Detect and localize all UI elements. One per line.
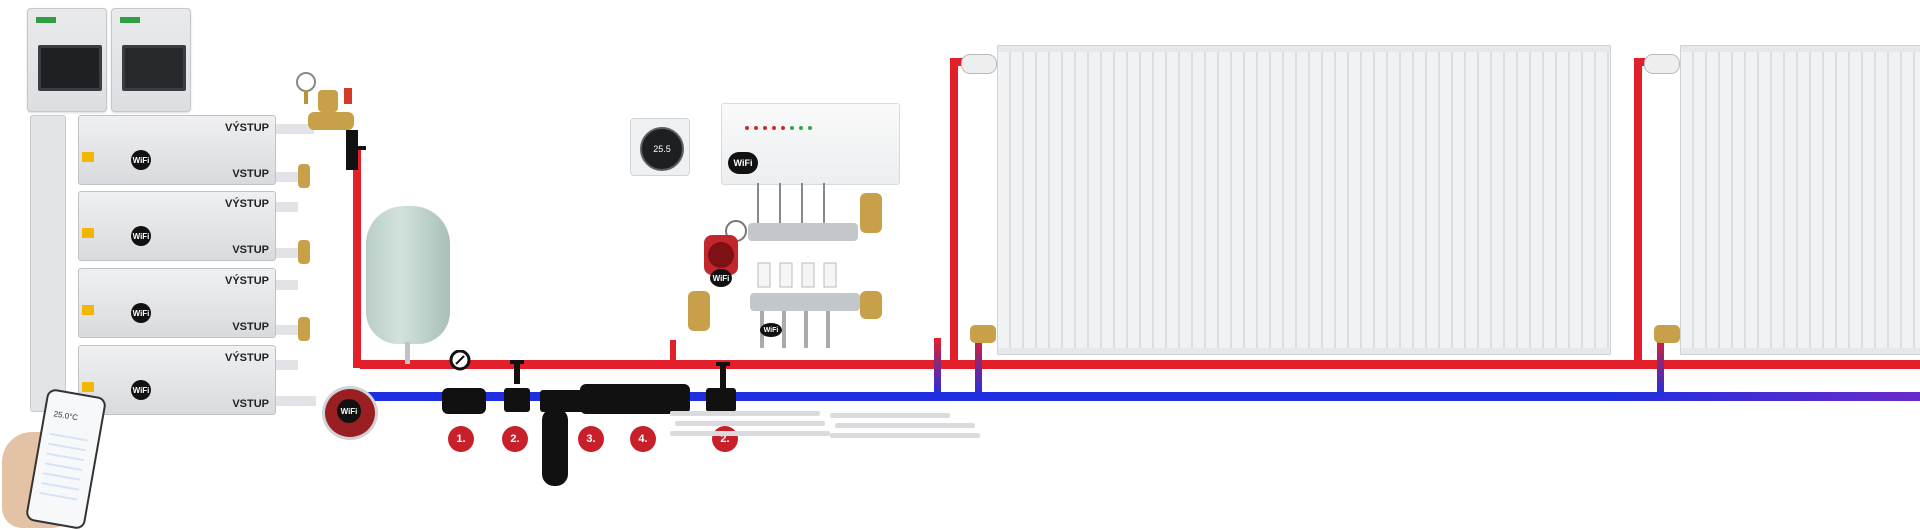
heater-in-label: VSTUP xyxy=(232,321,269,333)
heater-unit-3: VÝSTUP VSTUP WiFi xyxy=(78,268,276,338)
control-box-right xyxy=(111,8,191,112)
breaker-rail xyxy=(30,115,66,412)
control-display-right xyxy=(122,45,186,91)
heater-unit-1: VÝSTUP VSTUP WiFi xyxy=(78,115,276,185)
controller-leds xyxy=(744,118,824,130)
wifi-icon: WiFi xyxy=(760,323,782,337)
step-marker-2: 2. xyxy=(502,426,528,452)
step-marker-3: 3. xyxy=(578,426,604,452)
heater-in-label: VSTUP xyxy=(232,244,269,256)
wifi-icon: WiFi xyxy=(131,226,151,246)
supply-pipe-main xyxy=(360,360,1920,369)
step-marker-1: 1. xyxy=(448,426,474,452)
supply-riser-left xyxy=(353,150,361,368)
heater-in-label: VSTUP xyxy=(232,168,269,180)
circulation-pump: WiFi xyxy=(322,386,378,440)
wifi-icon: WiFi xyxy=(131,150,151,170)
heater-in-label: VSTUP xyxy=(232,398,269,410)
return-pipe-main xyxy=(360,392,1920,401)
warning-label xyxy=(82,228,94,238)
heater-out-label: VÝSTUP xyxy=(224,352,269,364)
phone-app-list xyxy=(39,424,90,501)
hand-with-phone: 25.0°C xyxy=(0,387,110,530)
heater-unit-4: VÝSTUP VSTUP WiFi xyxy=(78,345,276,415)
thermostat-display: 25.5 xyxy=(640,127,684,171)
radiator-2-return-drop xyxy=(1657,335,1664,395)
step-marker-4: 4. xyxy=(630,426,656,452)
heater-unit-2: VÝSTUP VSTUP WiFi xyxy=(78,191,276,261)
phone-temperature: 25.0°C xyxy=(52,409,79,423)
manifold-return-drop xyxy=(934,338,941,394)
control-box-left xyxy=(27,8,107,112)
radiator-2-lockshield-icon xyxy=(1654,325,1680,343)
zone-controller: WiFi xyxy=(721,103,900,185)
expansion-tank-pipe xyxy=(405,342,410,364)
control-box-label-right xyxy=(120,17,140,23)
radiator-2-riser xyxy=(1634,60,1642,368)
warning-label xyxy=(82,305,94,315)
radiator-2-valve-icon xyxy=(1644,54,1680,74)
control-display-left xyxy=(38,45,102,91)
wifi-icon: WiFi xyxy=(131,380,151,400)
floor-loops-svg xyxy=(670,411,980,438)
thermostat-reading: 25.5 xyxy=(653,144,671,154)
heater-out-label: VÝSTUP xyxy=(224,275,269,287)
return-line-fittings xyxy=(420,349,760,490)
control-box-label-left xyxy=(36,17,56,23)
floor-heating-loops xyxy=(670,405,990,445)
floor-manifold: WiFi WiFi xyxy=(688,183,918,353)
warning-label xyxy=(82,382,94,392)
room-thermostat: 25.5 xyxy=(630,118,690,176)
smartphone: 25.0°C xyxy=(24,387,108,530)
radiator-1-riser xyxy=(950,60,958,368)
heater-out-label: VÝSTUP xyxy=(224,122,269,134)
radiator-1-return-drop xyxy=(975,335,982,395)
radiator-2 xyxy=(1680,45,1920,355)
brass-fittings-svg xyxy=(276,124,316,406)
manifold-svg xyxy=(688,183,882,348)
manifold-supply-stub xyxy=(670,340,676,365)
return-line-svg xyxy=(442,349,736,486)
radiator-1 xyxy=(997,45,1611,355)
warning-label xyxy=(82,152,94,162)
wifi-icon: WiFi xyxy=(337,399,361,423)
expansion-tank xyxy=(366,206,450,344)
step-marker-5: 2. xyxy=(712,426,738,452)
safety-group xyxy=(296,70,366,180)
wifi-icon: WiFi xyxy=(728,152,758,174)
wifi-icon: WiFi xyxy=(710,269,732,287)
led-row-svg xyxy=(745,126,812,130)
wifi-icon: WiFi xyxy=(131,303,151,323)
heater-out-label: VÝSTUP xyxy=(224,198,269,210)
heater-outlet-fittings xyxy=(276,120,326,410)
radiator-1-valve-icon xyxy=(961,54,997,74)
radiator-1-lockshield-icon xyxy=(970,325,996,343)
safety-group-svg xyxy=(296,72,366,170)
